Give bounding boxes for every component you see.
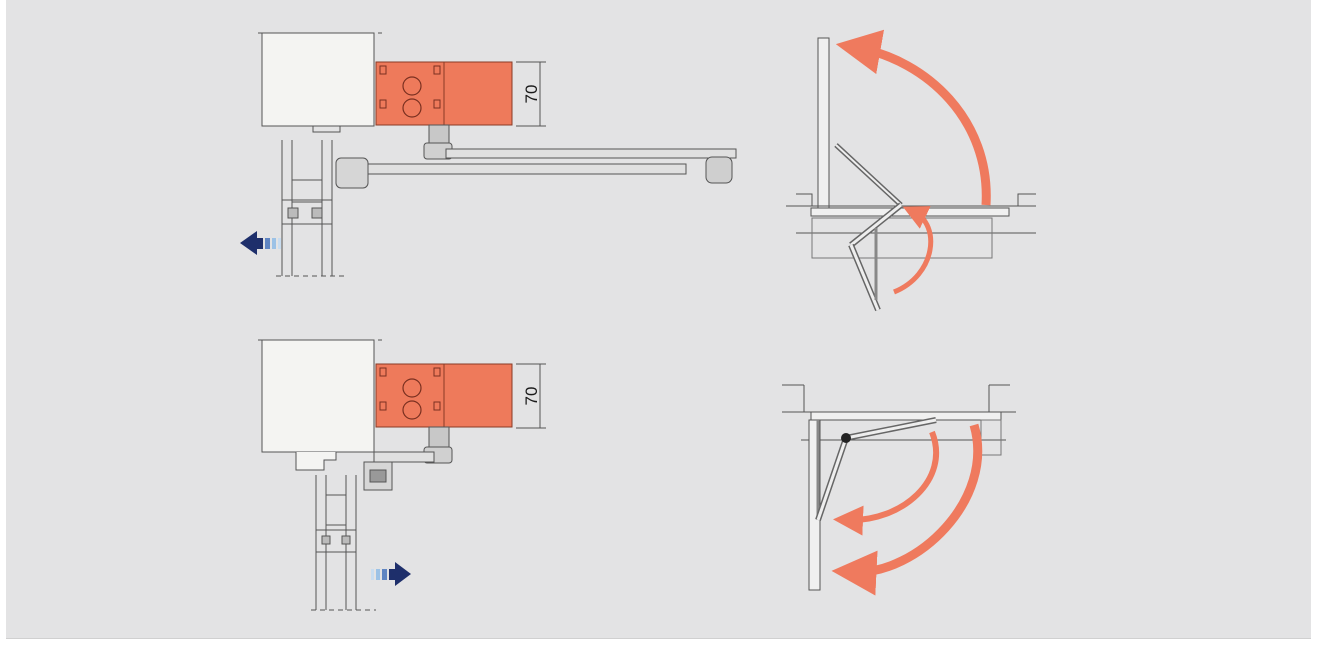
operator-arm xyxy=(445,148,737,159)
dimension-label: 70 xyxy=(522,387,541,406)
pull-side-section-view: 70 xyxy=(240,32,737,277)
installation-diagram: 70 xyxy=(240,29,1036,611)
pull-side-plan-view xyxy=(786,29,1036,312)
diagram-canvas: 70 xyxy=(6,0,1311,639)
slide-rail-arm xyxy=(373,451,435,463)
lintel-block xyxy=(261,32,375,127)
door-frame-profile xyxy=(276,140,346,277)
closing-arc-arrow xyxy=(831,423,983,596)
door-frame-profile xyxy=(311,475,376,611)
push-side-plan-view xyxy=(782,384,1016,596)
lintel-block xyxy=(261,339,375,453)
dimension-label: 70 xyxy=(522,85,541,104)
arrow-right-icon xyxy=(371,562,411,586)
opening-arc-arrow xyxy=(835,29,991,206)
push-side-section-view: 70 xyxy=(258,339,546,611)
arm-swing-arc-arrow xyxy=(833,430,940,536)
arrow-left-icon xyxy=(240,231,281,255)
arm-swing-arc-arrow xyxy=(892,206,934,295)
door-leaf-open xyxy=(817,37,830,211)
